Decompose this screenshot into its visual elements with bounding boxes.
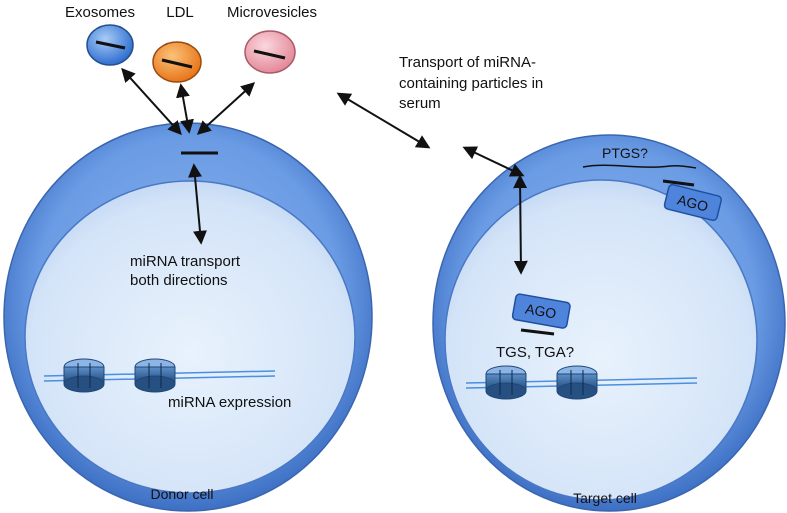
- ldl-label: LDL: [166, 4, 194, 21]
- serum-note-line3: serum: [399, 95, 441, 112]
- arrow-target-membrane: [462, 146, 525, 177]
- target-cell-nucleus: [444, 179, 758, 501]
- mrna-strand: [582, 164, 697, 169]
- ago-nucleus-label: AGO: [524, 300, 558, 321]
- nucleosome-icon: [556, 365, 598, 400]
- arrow-target-nucleus: [513, 174, 528, 275]
- donor-arrows: [121, 67, 256, 245]
- nucleosome-icon: [134, 358, 176, 393]
- target-arrows: [462, 146, 528, 275]
- exosome-particle: [86, 24, 134, 66]
- nucleosome-icon: [63, 358, 105, 393]
- arrow-ldl-donor: [176, 83, 194, 134]
- target-nucleus-mirna: [520, 328, 555, 336]
- arrow-donor-nucleus: [188, 163, 207, 245]
- serum-note-line2: containing particles in: [399, 75, 543, 92]
- ago-cytoplasm: AGO: [663, 183, 723, 222]
- donor-cell: [3, 122, 373, 512]
- donor-chromatin: [43, 358, 276, 393]
- target-chromatin: [465, 365, 698, 400]
- tgs-label: TGS, TGA?: [496, 344, 574, 361]
- target-cell-label: Target cell: [573, 490, 637, 506]
- serum-note-line1: Transport of miRNA-: [399, 54, 536, 71]
- donor-cell-nucleus: [24, 180, 356, 494]
- microvesicle-particle: [244, 30, 296, 74]
- ldl-particle: [152, 41, 202, 83]
- ago-cytoplasm-label: AGO: [676, 191, 710, 214]
- microvesicles-label: Microvesicles: [227, 4, 317, 21]
- arrow-exosome-donor: [121, 67, 182, 136]
- ptgs-label: PTGS?: [602, 145, 648, 161]
- exosomes-label: Exosomes: [65, 4, 135, 21]
- target-cell: [432, 134, 786, 512]
- donor-expression-label: miRNA expression: [168, 394, 291, 411]
- target-cytoplasm-mirna: [662, 179, 695, 187]
- arrow-serum-transport: [336, 92, 431, 149]
- donor-transport-line1: miRNA transport: [130, 253, 241, 270]
- donor-transport-line2: both directions: [130, 272, 228, 289]
- donor-cell-label: Donor cell: [150, 486, 213, 502]
- arrow-microvesicle-donor: [196, 82, 256, 135]
- ago-nucleus: AGO: [511, 293, 571, 329]
- nucleosome-icon: [485, 365, 527, 400]
